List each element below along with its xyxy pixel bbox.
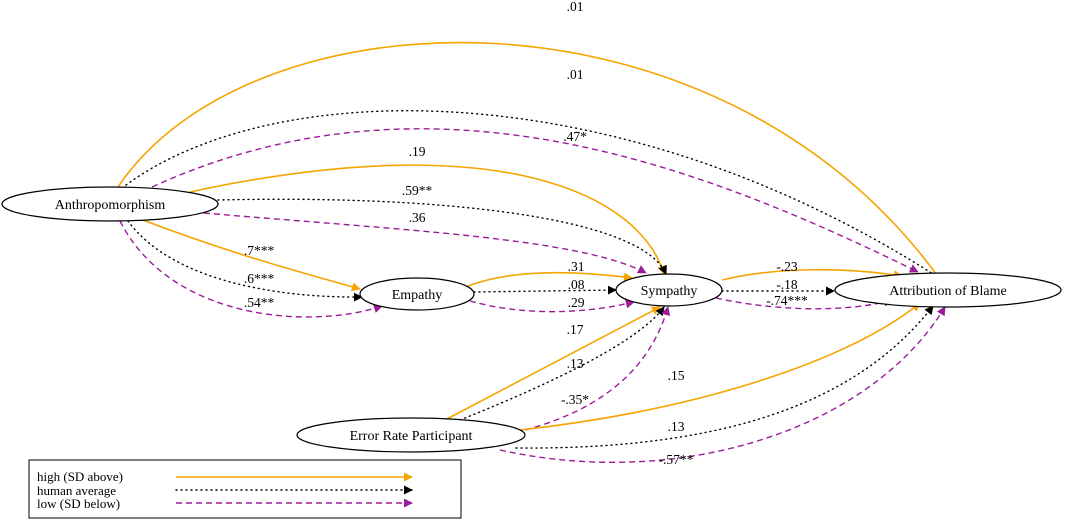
node-empathy[interactable]: Empathy <box>359 277 475 311</box>
node-attribution-of-blame-label: Attribution of Blame <box>889 284 1006 299</box>
edge-empathy-to-sympathy-low <box>469 299 635 313</box>
edge-empathy-to-sympathy-high-label: .31 <box>568 259 585 274</box>
edge-anthro-to-blame-avg-label: .01 <box>567 67 584 82</box>
edge-anthro-to-empathy-low <box>119 220 383 318</box>
legend-item-average-label: human average <box>37 483 116 498</box>
edge-labels-layer: .01 .01 .47* .19 .59** .36 .7*** .6*** .54** .31.… <box>244 0 808 467</box>
edge-anthro-to-empathy-low-label: .54** <box>244 295 275 310</box>
edge-error-to-sympathy-low <box>524 306 671 431</box>
edge-anthro-to-empathy-avg-label: .6*** <box>244 271 275 286</box>
legend-item-high-label: high (SD above) <box>37 469 123 484</box>
node-empathy-label: Empathy <box>392 288 443 303</box>
legend-item-average: human average <box>37 483 413 498</box>
edge-anthro-to-empathy-high <box>139 218 361 292</box>
legend-item-low: low (SD below) <box>37 496 413 511</box>
edge-sympathy-to-blame-low <box>715 297 893 310</box>
node-error-rate-participant-label: Error Rate Participant <box>350 429 473 444</box>
legend-item-high: high (SD above) <box>37 469 413 484</box>
node-error-rate-participant[interactable]: Error Rate Participant <box>296 417 526 453</box>
edge-sympathy-to-blame-high-label: -.23 <box>776 259 798 274</box>
edge-error-to-blame-high <box>519 302 921 431</box>
edge-error-to-sympathy-high-label: .17 <box>567 322 584 337</box>
edge-empathy-to-sympathy-high <box>467 271 633 287</box>
edge-anthro-to-sympathy-avg-label: .59** <box>402 183 433 198</box>
legend-box <box>28 459 462 519</box>
edge-sympathy-to-blame-high <box>721 268 903 281</box>
edge-error-to-blame-high-label: .15 <box>668 368 685 383</box>
node-sympathy-label: Sympathy <box>641 284 698 299</box>
edge-anthro-to-empathy-high-label: .7*** <box>244 243 275 258</box>
edge-anthro-to-sympathy-high-label: .19 <box>409 144 426 159</box>
edge-anthro-to-sympathy-low-label: .36 <box>409 210 426 225</box>
edge-anthro-to-blame-high <box>117 41 943 283</box>
node-anthropomorphism-label: Anthropomorphism <box>55 198 166 213</box>
edge-error-to-blame-avg-label: .13 <box>668 419 685 434</box>
edge-anthro-to-blame-low <box>151 128 919 273</box>
edge-error-to-sympathy-avg-label: .13 <box>567 356 584 371</box>
edge-anthro-to-empathy-avg <box>127 220 363 302</box>
edge-sympathy-to-blame-avg-label: -.18 <box>776 277 798 292</box>
edges-layer <box>117 41 946 463</box>
edge-anthro-to-blame-low-label: .47* <box>563 129 587 144</box>
edge-error-to-sympathy-high <box>444 306 661 421</box>
edge-empathy-to-sympathy-low-label: .29 <box>568 295 585 310</box>
legend: high (SD above) human average low (SD be… <box>28 459 462 519</box>
edge-error-to-blame-low <box>499 306 946 463</box>
edge-sympathy-to-blame-low-label: -.74*** <box>766 293 808 308</box>
edge-anthro-to-sympathy-avg <box>217 198 667 275</box>
edge-empathy-to-sympathy-avg <box>473 285 617 295</box>
edge-anthro-to-blame-avg <box>121 110 945 282</box>
node-attribution-of-blame[interactable]: Attribution of Blame <box>834 272 1062 308</box>
edge-error-to-blame-avg <box>515 305 934 449</box>
edge-anthro-to-sympathy-low <box>203 212 647 274</box>
edge-error-to-sympathy-avg <box>459 306 665 421</box>
legend-item-low-label: low (SD below) <box>37 496 120 511</box>
edge-empathy-to-sympathy-avg-label: .08 <box>568 277 585 292</box>
edge-error-to-blame-low-label: -.57** <box>659 452 694 467</box>
edge-anthro-to-sympathy-high <box>189 164 666 275</box>
node-anthropomorphism[interactable]: Anthropomorphism <box>1 186 219 222</box>
node-sympathy[interactable]: Sympathy <box>615 273 723 307</box>
edge-error-to-sympathy-low-label: -.35* <box>561 392 589 407</box>
edge-anthro-to-blame-high-label: .01 <box>567 0 584 14</box>
